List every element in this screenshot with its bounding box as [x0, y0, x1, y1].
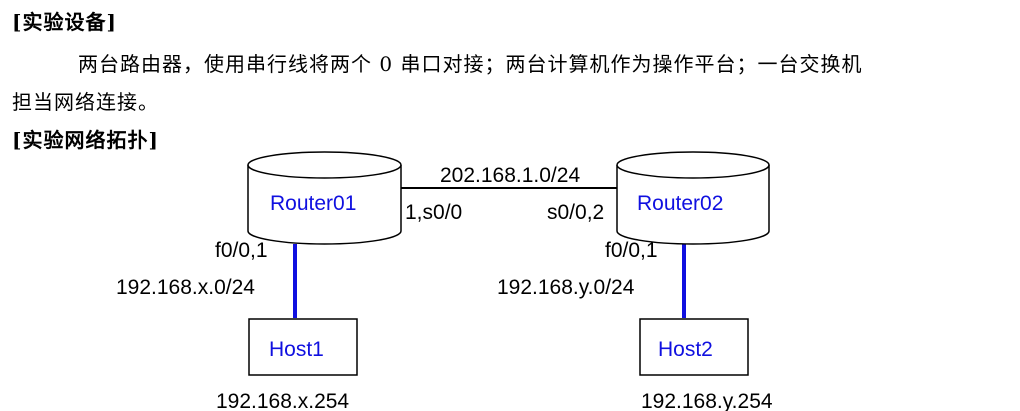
- router01-label: Router01: [270, 192, 356, 215]
- host1-ip-label: 192.168.x.254: [216, 390, 349, 411]
- router01-icon: [247, 151, 402, 245]
- host2-label: Host2: [658, 338, 713, 361]
- host1-label: Host1: [269, 338, 324, 361]
- router01-serial-label: 1,s0/0: [405, 201, 462, 224]
- topology-heading: [实验网络拓扑]: [12, 128, 159, 152]
- lan2-label: 192.168.y.0/24: [497, 276, 635, 299]
- equipment-heading: [实验设备]: [12, 10, 117, 34]
- router02-eth-label: f0/0,1: [605, 239, 658, 262]
- equipment-paragraph-line1: 两台路由器，使用串行线将两个 0 串口对接；两台计算机作为操作平台；一台交换机: [78, 52, 863, 76]
- router02-icon: [616, 151, 770, 245]
- wan-network-label: 202.168.1.0/24: [440, 164, 580, 187]
- router02-serial-label: s0/0,2: [547, 201, 604, 224]
- router02-label: Router02: [637, 192, 723, 215]
- equipment-paragraph-line2: 担当网络连接。: [12, 90, 159, 114]
- lan1-label: 192.168.x.0/24: [116, 276, 255, 299]
- host2-box: [639, 318, 749, 376]
- host2-ip-label: 192.168.y.254: [641, 390, 773, 411]
- router01-eth-label: f0/0,1: [215, 239, 268, 262]
- host1-box: [248, 318, 358, 376]
